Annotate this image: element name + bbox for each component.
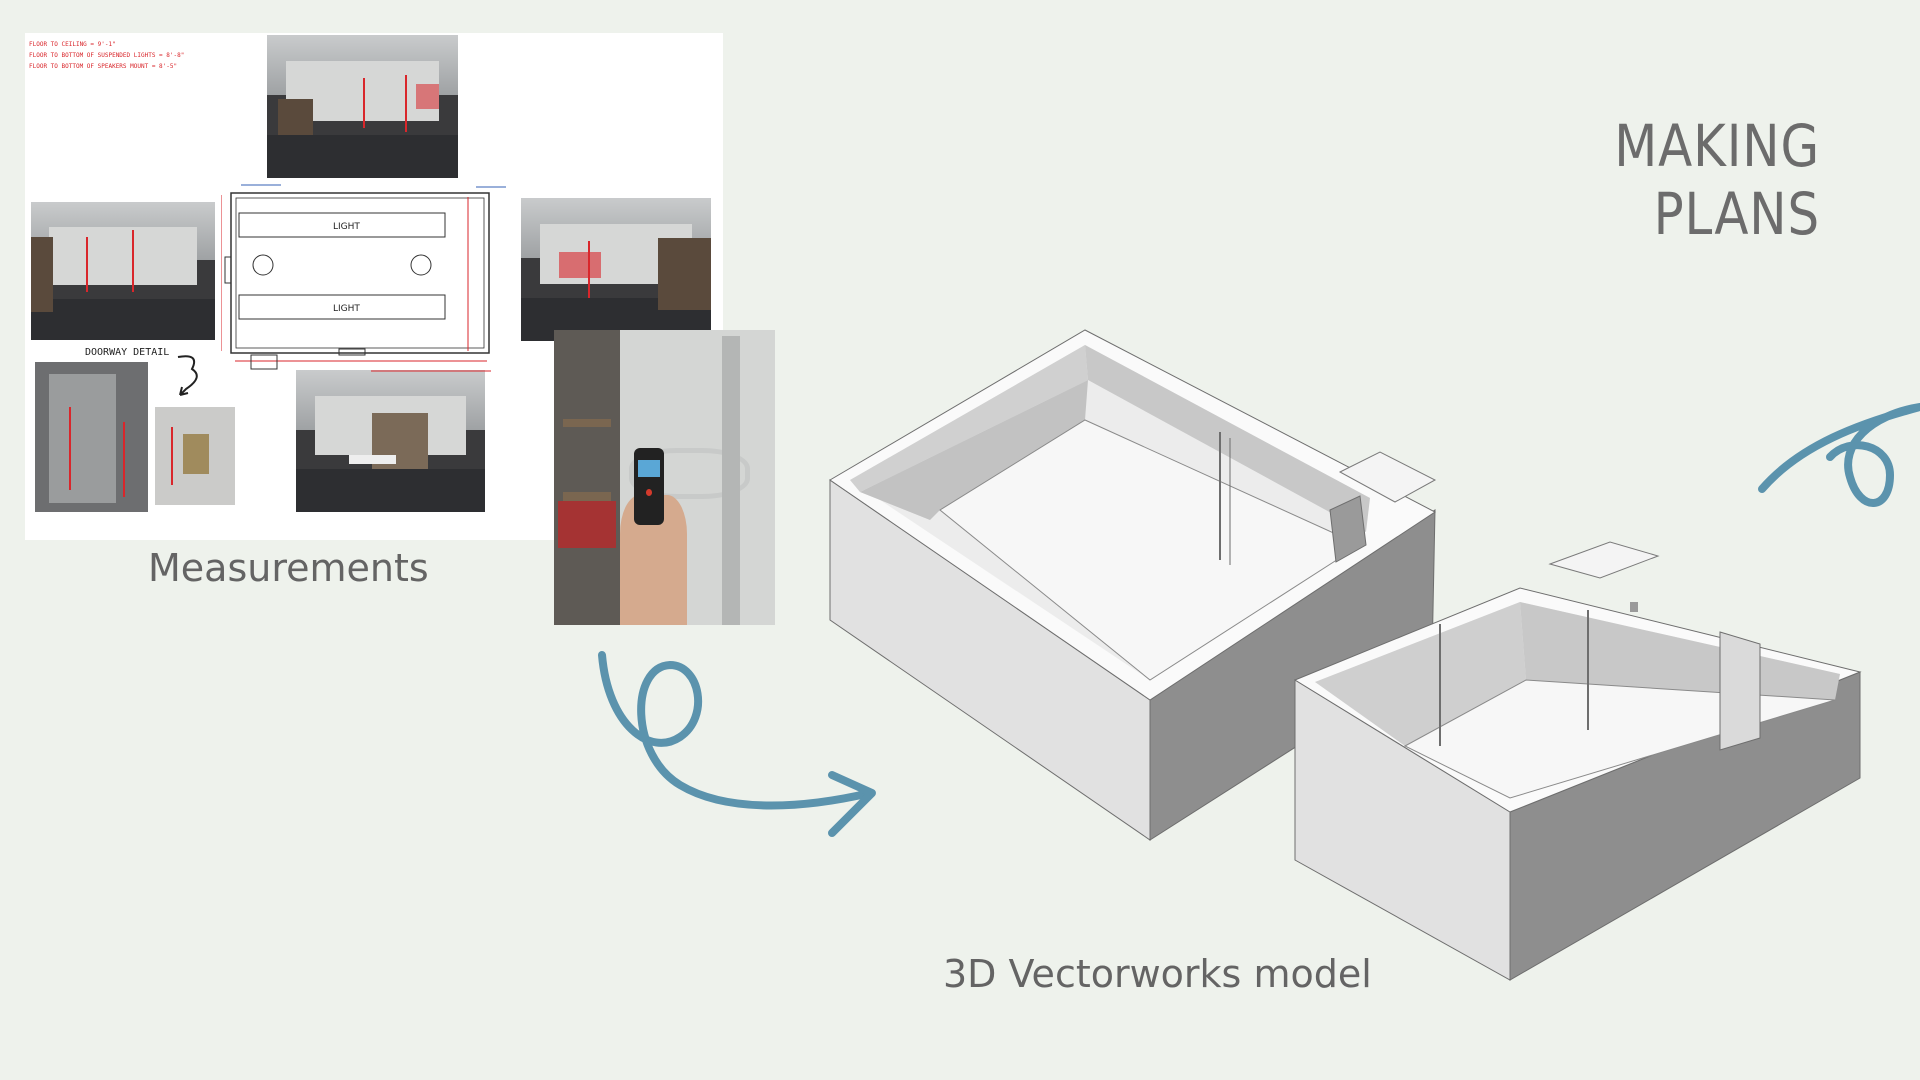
3d-model-render [829, 329, 1862, 981]
doorway-squiggle [177, 355, 198, 396]
measurement-notes: FLOOR TO CEILING = 9'-1" FLOOR TO BOTTOM… [29, 39, 184, 72]
room-photo-bottom [296, 370, 485, 512]
light-label-bottom: LIGHT [333, 304, 360, 314]
laser-measure-photo [554, 330, 775, 625]
note-line: FLOOR TO BOTTOM OF SPEAKERS MOUNT = 8'-5… [29, 63, 178, 70]
room-model-large [829, 329, 1437, 841]
room-photo-right [521, 198, 711, 341]
curl-decoration-icon [1758, 403, 1920, 507]
note-line: FLOOR TO CEILING = 9'-1" [29, 41, 116, 48]
note-line: FLOOR TO BOTTOM OF SUSPENDED LIGHTS = 8'… [29, 52, 185, 59]
room-model-small [1293, 541, 1862, 981]
measurement-sheet: FLOOR TO CEILING = 9'-1" FLOOR TO BOTTOM… [25, 33, 723, 540]
slide-title: MAKING PLANS [1614, 112, 1820, 248]
curly-arrow-icon [598, 651, 876, 837]
measurements-caption: Measurements [148, 546, 429, 590]
floor-plan-drawing: LIGHT LIGHT [221, 184, 506, 372]
doorway-detail-label: DOORWAY DETAIL [85, 347, 170, 358]
model-caption: 3D Vectorworks model [943, 952, 1372, 996]
doorway-photo [35, 362, 148, 512]
room-photo-left [31, 202, 215, 340]
room-photo-top [267, 35, 458, 178]
hinge-photo [155, 407, 235, 505]
light-label-top: LIGHT [333, 222, 360, 232]
